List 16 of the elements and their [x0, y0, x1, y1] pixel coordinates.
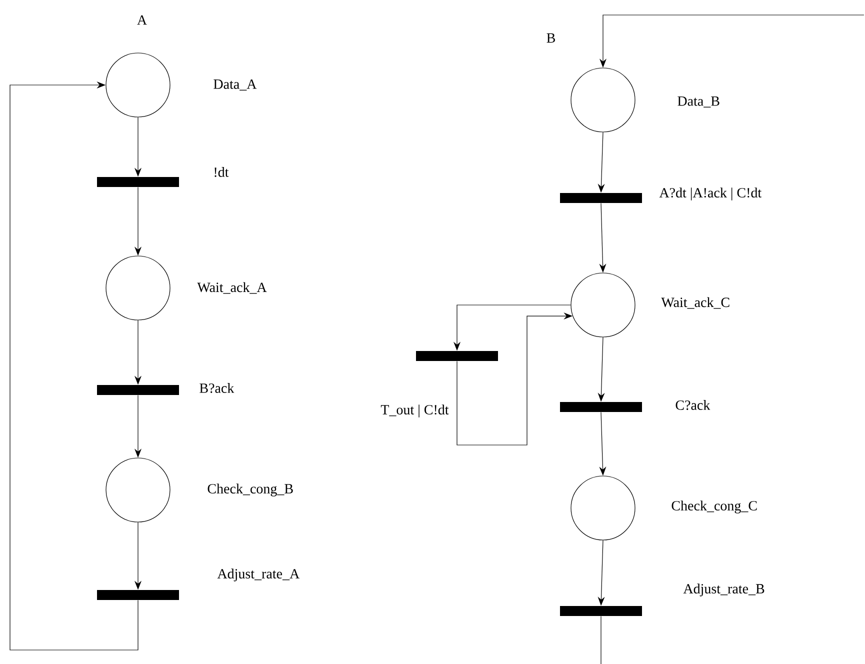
place-label: Check_cong_B	[208, 484, 293, 496]
column-title: B	[546, 33, 555, 43]
column-title: A	[137, 15, 147, 25]
arrow	[10, 81, 138, 650]
place-label: B?ack	[200, 383, 234, 393]
place-label: A?dt |A!ack | C!dt	[659, 188, 762, 200]
place-label: Data_A	[214, 79, 257, 91]
place-label: Adjust_rate_A	[217, 568, 300, 582]
place-label: Check_cong_C	[672, 500, 757, 514]
place-label: Data_B	[678, 96, 720, 108]
place-label: Wait_ack_A	[197, 282, 267, 294]
place-label: C?ack	[676, 400, 710, 410]
place-label: Adjust_rate_B	[683, 584, 764, 596]
place-label: !dt	[214, 167, 229, 177]
place-label: T_out | C!dt	[380, 404, 449, 418]
place-label: Wait_ack_C	[661, 297, 730, 309]
